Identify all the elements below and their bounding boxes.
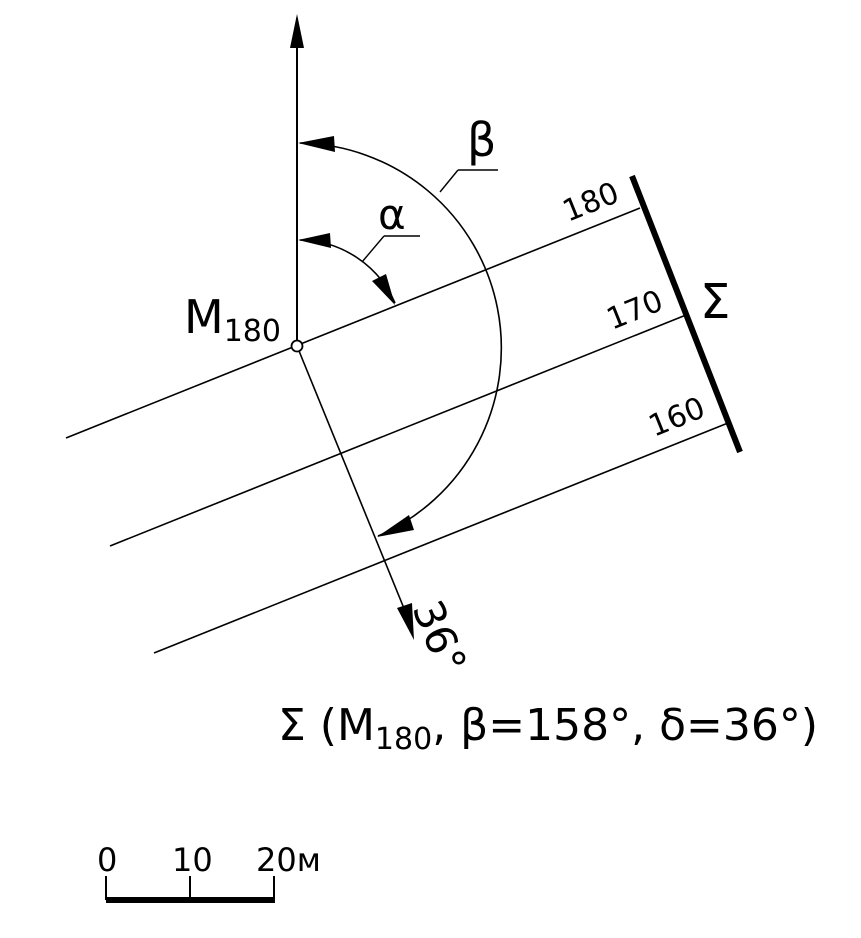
- scale-label-20: 20м: [256, 841, 321, 879]
- point-letter: M: [184, 290, 224, 344]
- alpha-label: α: [378, 190, 406, 239]
- point-m180: [290, 339, 304, 353]
- contour-label-170: 170: [602, 284, 668, 338]
- point-label: M180: [184, 290, 281, 349]
- beta-arrowhead-top: [298, 136, 335, 152]
- point-subscript: 180: [224, 314, 281, 349]
- contour-label-160: 160: [644, 391, 710, 445]
- beta-arc: [299, 142, 503, 537]
- beta-label: β: [467, 113, 496, 167]
- alpha-arc: [299, 239, 396, 304]
- formula-subscript: 180: [375, 722, 432, 757]
- formula-suffix: , β=158°, δ=36°): [432, 700, 818, 751]
- contour-line-180: [65, 207, 641, 439]
- scale-label-0: 0: [97, 841, 117, 879]
- alpha-leader: [361, 235, 385, 263]
- scale-label-10: 10: [172, 841, 213, 879]
- dip-label: 36°: [403, 593, 476, 680]
- beta-leader: [439, 169, 459, 193]
- contour-line-160: [153, 422, 729, 654]
- contour-line-170: [109, 314, 687, 547]
- plane-trace: [629, 174, 743, 454]
- dip-direction-axis: [296, 345, 413, 629]
- beta-arrowhead-bottom: [377, 515, 414, 537]
- contour-label-180: 180: [558, 176, 624, 230]
- north-arrowhead: [290, 14, 304, 48]
- dip-arrowhead: [397, 603, 414, 640]
- plane-symbol: Σ: [700, 274, 730, 330]
- alpha-arrowhead-top: [298, 233, 331, 248]
- formula-prefix: Σ (M: [278, 700, 375, 751]
- alpha-arrowhead-bottom: [372, 274, 395, 305]
- formula: Σ (M180, β=158°, δ=36°): [278, 700, 818, 757]
